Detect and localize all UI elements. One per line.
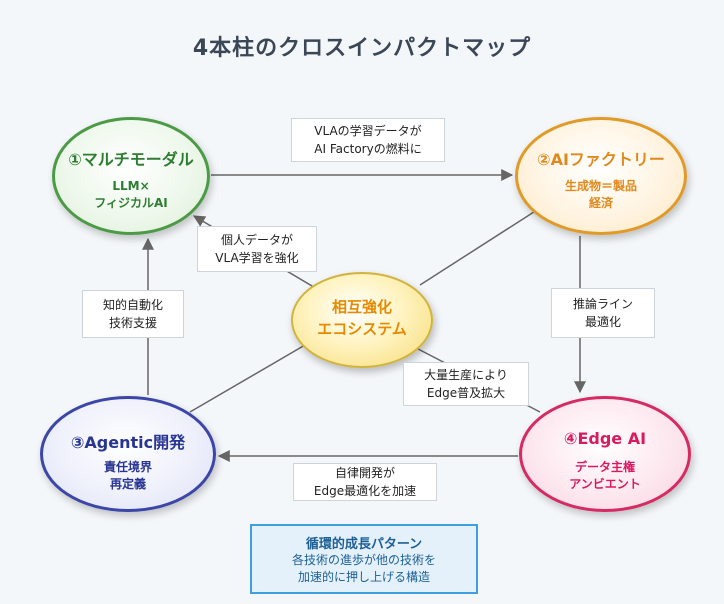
- link-label-top: VLAの学習データが AI Factoryの燃料に: [291, 118, 445, 162]
- link-label-lower-right: 大量生産により Edge普及拡大: [403, 362, 529, 406]
- node-agentic-title: ③Agentic開発: [70, 433, 186, 452]
- node-center-title: 相互強化 エコシステム: [317, 298, 407, 338]
- link-label-right: 推論ライン 最適化: [551, 288, 655, 338]
- legend-title: 循環的成長パターン: [305, 537, 423, 552]
- node-agentic-subtitle: 責任境界 再定義: [103, 460, 152, 491]
- link-label-upper-left: 個人データが VLA学習を強化: [197, 226, 317, 272]
- node-ai-factory-subtitle: 生成物＝製品 経済: [564, 179, 637, 210]
- node-ai-factory-title: ②AIファクトリー: [537, 150, 665, 169]
- link-label-left: 知的自動化 技術支援: [82, 290, 184, 338]
- node-multimodal-title: ①マルチモーダル: [68, 150, 194, 169]
- node-edge-ai: ④Edge AI データ主権 アンビエント: [519, 396, 691, 512]
- node-agentic: ③Agentic開発 責任境界 再定義: [40, 396, 216, 512]
- link-center-factory: [419, 209, 538, 286]
- legend-description: 各技術の進歩が他の技術を 加速的に押し上げる構造: [291, 553, 436, 584]
- node-ai-factory: ②AIファクトリー 生成物＝製品 経済: [515, 117, 687, 235]
- node-multimodal: ①マルチモーダル LLM× フィジカルAI: [52, 117, 210, 235]
- page-title: 4本柱のクロスインパクトマップ: [192, 36, 532, 61]
- node-edge-ai-title: ④Edge AI: [563, 429, 647, 448]
- link-label-bottom: 自律開発が Edge最適化を加速: [293, 463, 437, 501]
- legend-box: 循環的成長パターン 各技術の進歩が他の技術を 加速的に押し上げる構造: [250, 524, 478, 594]
- node-center-ecosystem: 相互強化 エコシステム: [291, 272, 433, 368]
- node-multimodal-subtitle: LLM× フィジカルAI: [94, 179, 168, 210]
- link-center-agentic: [189, 344, 306, 413]
- node-edge-ai-subtitle: データ主権 アンビエント: [569, 460, 641, 491]
